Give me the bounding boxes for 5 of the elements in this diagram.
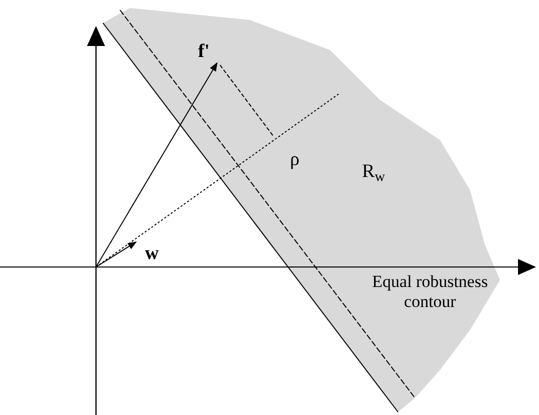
distance-label: ρ bbox=[290, 148, 300, 172]
contour-label: Equal robustness contour bbox=[371, 272, 489, 312]
region-label: R$_{w}$ bbox=[362, 160, 385, 186]
vector-label: f' bbox=[198, 40, 210, 64]
vector-label: w bbox=[145, 242, 159, 266]
